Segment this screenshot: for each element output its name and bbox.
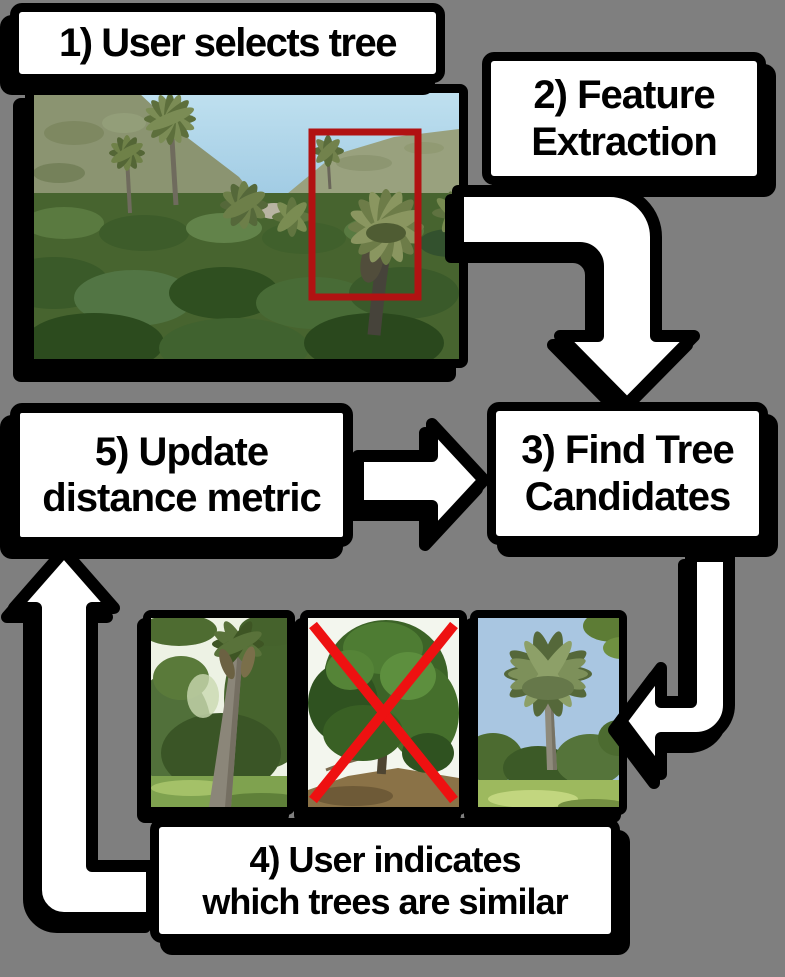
palm-tree	[209, 621, 264, 807]
step4-label-line1: 4) User indicates	[249, 838, 521, 880]
selected-palm-tree	[348, 189, 424, 336]
step1-box: 1) User selects tree	[10, 3, 445, 83]
step4-label-line2: which trees are similar	[202, 880, 568, 922]
step2-box: 2) Feature Extraction	[482, 52, 766, 185]
mountains	[34, 93, 459, 213]
candidate-photo-3	[470, 610, 627, 815]
reject-x-mark	[309, 621, 458, 804]
candidate-photo-2	[300, 610, 467, 815]
candidate-photo-1	[143, 610, 295, 815]
step4-box: 4) User indicates which trees are simila…	[150, 818, 620, 943]
step2-label-line2: Extraction	[531, 119, 718, 164]
arrow-step5-to-step3	[352, 418, 490, 542]
step5-label-line1: 5) Update	[94, 429, 269, 474]
step5-label-line2: distance metric	[42, 476, 321, 520]
step3-label-line1: 3) Find Tree	[521, 428, 734, 473]
scene-photo	[25, 84, 468, 368]
candidate-1-illustration	[151, 618, 287, 807]
arrow-step3-to-candidates	[615, 550, 735, 780]
step3-box: 3) Find Tree Candidates	[487, 402, 768, 545]
candidate-2-illustration	[308, 618, 459, 807]
landscape-illustration	[34, 93, 459, 359]
step2-label-line1: 2) Feature	[533, 73, 715, 118]
selected-tree-bbox	[308, 128, 422, 301]
step3-label-line2: Candidates	[524, 474, 732, 519]
candidate-3-illustration	[478, 618, 619, 807]
step1-label: 1) User selects tree	[59, 20, 397, 65]
palm-tree	[504, 631, 592, 770]
arrow-step2-to-step3	[452, 185, 700, 410]
step5-box: 5) Update distance metric	[10, 403, 353, 547]
arrow-step4-to-step5	[8, 545, 158, 924]
